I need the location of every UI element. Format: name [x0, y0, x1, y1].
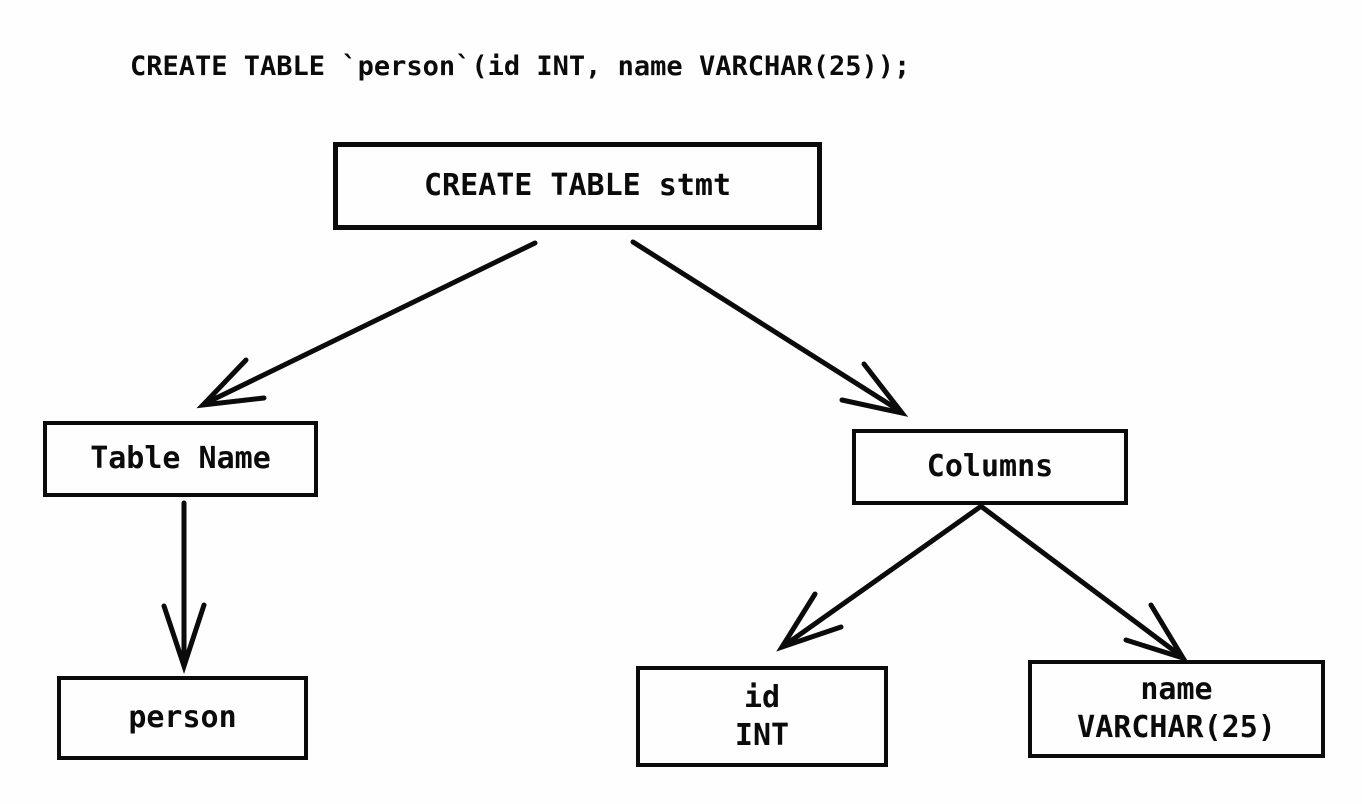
node-id-int-line2: INT [734, 717, 790, 753]
edge-columns-to-id-shaft [782, 504, 983, 648]
edge-root-to-columns-arrowhead [839, 361, 909, 417]
edge-columns-to-name-shaft [979, 504, 1184, 659]
node-table-name-label: Table Name [90, 441, 271, 476]
node-person-label: person [128, 700, 237, 735]
edge-root-to-columns [630, 239, 909, 417]
edge-columns-to-id [776, 504, 983, 652]
edge-columns-to-id-arrowhead [776, 591, 844, 652]
edge-root-to-table-name-shaft [203, 240, 538, 406]
edge-root-to-table-name [196, 240, 538, 409]
node-create-table-stmt-label: CREATE TABLE stmt [423, 168, 732, 203]
edge-root-to-table-name-arrowhead [196, 357, 267, 409]
node-name-varchar: name VARCHAR(25) [1028, 660, 1325, 758]
edge-columns-to-name-arrowhead [1123, 602, 1189, 663]
edge-table-name-to-person-arrowhead [161, 602, 207, 674]
node-table-name: Table Name [43, 421, 318, 497]
node-columns-label: Columns [926, 449, 1054, 484]
node-person: person [57, 676, 308, 760]
node-create-table-stmt: CREATE TABLE stmt [333, 142, 822, 230]
edge-columns-to-name [979, 504, 1189, 663]
sql-statement-text: CREATE TABLE `person`(id INT, name VARCH… [130, 51, 911, 82]
node-columns: Columns [852, 429, 1128, 505]
node-name-varchar-line1: name [1140, 672, 1213, 707]
node-id-int: id INT [636, 666, 888, 767]
node-id-int-line1: id [743, 679, 781, 715]
edge-table-name-to-person [161, 500, 207, 674]
node-name-varchar-line2: VARCHAR(25) [1077, 710, 1276, 745]
edge-root-to-columns-shaft [630, 239, 903, 414]
